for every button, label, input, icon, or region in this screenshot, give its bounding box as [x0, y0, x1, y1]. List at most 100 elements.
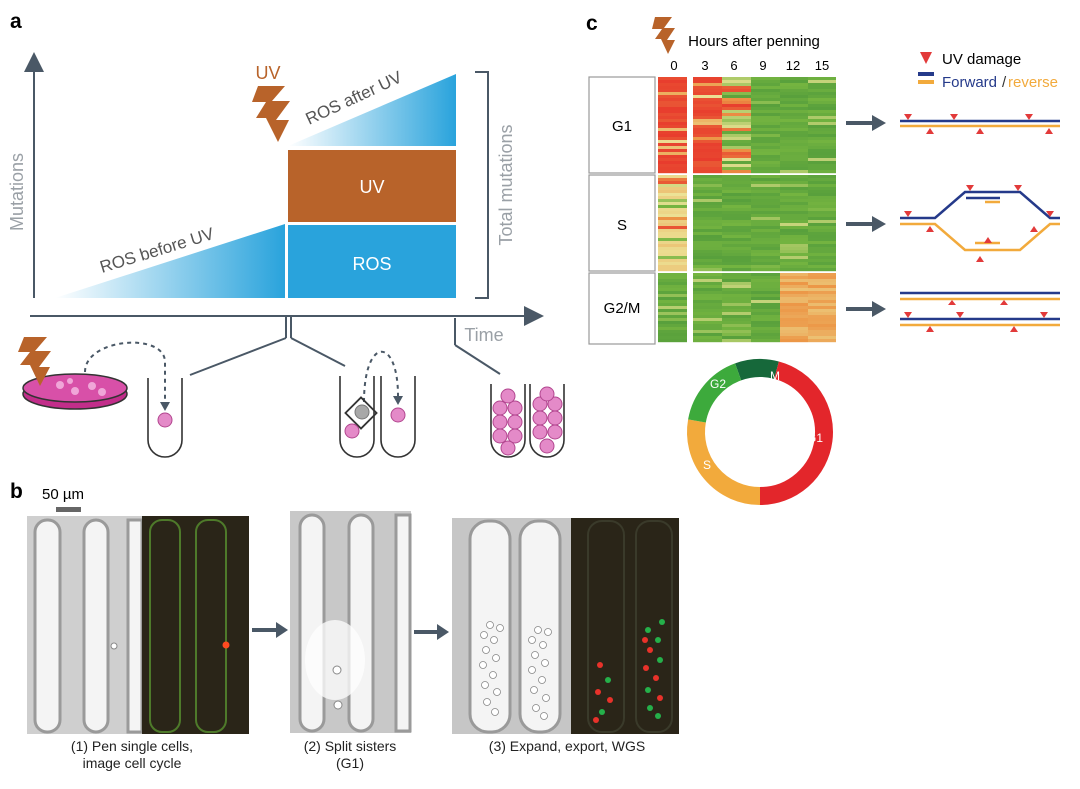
cell-cycle-ring: [687, 359, 833, 505]
heatmap-cell: [808, 282, 836, 286]
heatmap-cell: [751, 83, 780, 87]
legend-forward: Forward: [942, 74, 997, 91]
heatmap-cell: [722, 95, 751, 99]
heatmap-cell: [780, 226, 808, 230]
heatmap-cell: [693, 268, 722, 272]
heatmap-cell: [693, 131, 722, 135]
heatmap-cell: [658, 80, 687, 84]
heatmap-cell: [780, 300, 808, 304]
fluorescent-cells: [593, 619, 665, 723]
heatmap-cell: [693, 223, 722, 227]
legend-reverse-swatch: [918, 80, 934, 84]
heatmap-cell: [658, 143, 687, 147]
heatmap-cell: [780, 265, 808, 269]
heatmap-cell: [751, 241, 780, 245]
heatmap-cell: [808, 223, 836, 227]
heatmap-cell: [751, 223, 780, 227]
heatmap-cell: [780, 164, 808, 168]
heatmap-cell: [780, 181, 808, 185]
heatmap-cell: [693, 244, 722, 248]
heatmap-cell: [693, 158, 722, 162]
heatmap-cell: [722, 158, 751, 162]
heatmap-cell: [780, 161, 808, 165]
heatmap-cell: [722, 324, 751, 328]
heatmap-cell: [658, 181, 687, 185]
heatmap-cell: [658, 262, 687, 266]
heatmap-cell: [780, 214, 808, 218]
heatmap-cell: [693, 113, 722, 117]
heatmap-cell: [658, 110, 687, 114]
heatmap-cell: [722, 306, 751, 310]
heatmap-cell: [722, 152, 751, 156]
x-axis-label: Time: [464, 325, 503, 345]
heatmap-cell: [693, 327, 722, 331]
heatmap-cell: [693, 262, 722, 266]
heatmap-cell: [722, 309, 751, 313]
heatmap-cell: [751, 265, 780, 269]
heatmap-cell: [658, 164, 687, 168]
heatmap-cell: [780, 306, 808, 310]
heatmap-cell: [808, 83, 836, 87]
heatmap-cell: [751, 285, 780, 289]
heatmap-cell: [658, 167, 687, 171]
uv-damage-marker-icon: [920, 52, 932, 64]
heatmap-cell: [658, 152, 687, 156]
heatmap-cell: [808, 107, 836, 111]
heatmap-cell: [780, 202, 808, 206]
heatmap-cell: [808, 262, 836, 266]
heatmap-cell: [808, 339, 836, 343]
heatmap-cell: [751, 306, 780, 310]
heatmap-cell: [722, 202, 751, 206]
heatmap-cell: [751, 327, 780, 331]
heatmap-cell: [808, 312, 836, 316]
heatmap-cell: [722, 217, 751, 221]
heatmap-cell: [808, 187, 836, 191]
heatmap-cell: [808, 116, 836, 120]
heatmap-cell: [808, 104, 836, 108]
ring-segment-g1: [759, 361, 833, 505]
heatmap-cell: [780, 113, 808, 117]
heatmap-cell: [808, 285, 836, 289]
heatmap-cell: [751, 250, 780, 254]
heatmap-cell: [808, 291, 836, 295]
heatmap-cell: [780, 146, 808, 150]
uv-mark-label: UV: [255, 63, 280, 83]
heatmap-cell: [808, 211, 836, 215]
heatmap-cell: [780, 315, 808, 319]
ros-before-wedge: [55, 224, 285, 298]
heatmap-cell: [722, 297, 751, 301]
heatmap-cell: [693, 89, 722, 93]
ros-after-wedge: [288, 74, 456, 146]
heatmap-cell: [722, 273, 751, 277]
heatmap-cell: [722, 167, 751, 171]
heatmap-cell: [780, 125, 808, 129]
heatmap-cell: [751, 122, 780, 126]
y-axis-label: Mutations: [7, 153, 27, 231]
heatmap-cell: [808, 155, 836, 159]
heatmap-cell: [780, 143, 808, 147]
heatmap-cell: [658, 312, 687, 316]
heatmap-cell: [722, 285, 751, 289]
heatmap-cell: [722, 128, 751, 132]
heatmap-cell: [751, 143, 780, 147]
heatmap-cell: [808, 306, 836, 310]
heatmap-cell: [658, 170, 687, 174]
heatmap-cell: [722, 119, 751, 123]
heatmap-arrows: [846, 115, 886, 317]
panel-c: Hours after penning 0 3 6 9 12 15 G1 S G…: [588, 17, 1060, 505]
heatmap-cell: [693, 220, 722, 224]
heatmap-cell: [808, 226, 836, 230]
heatmap-cell: [780, 294, 808, 298]
heatmap-cell: [722, 282, 751, 286]
heatmap-cell: [780, 229, 808, 233]
heatmap-cell: [658, 125, 687, 129]
heatmap-cell: [722, 137, 751, 141]
dna-g2m: [900, 291, 1060, 332]
heatmap-cell: [751, 137, 780, 141]
heatmap-cell: [658, 196, 687, 200]
heatmap-cell: [780, 158, 808, 162]
heatmap-cell: [693, 104, 722, 108]
heatmap-cell: [693, 232, 722, 236]
heatmap-cell: [751, 238, 780, 242]
heatmap-cell: [780, 312, 808, 316]
